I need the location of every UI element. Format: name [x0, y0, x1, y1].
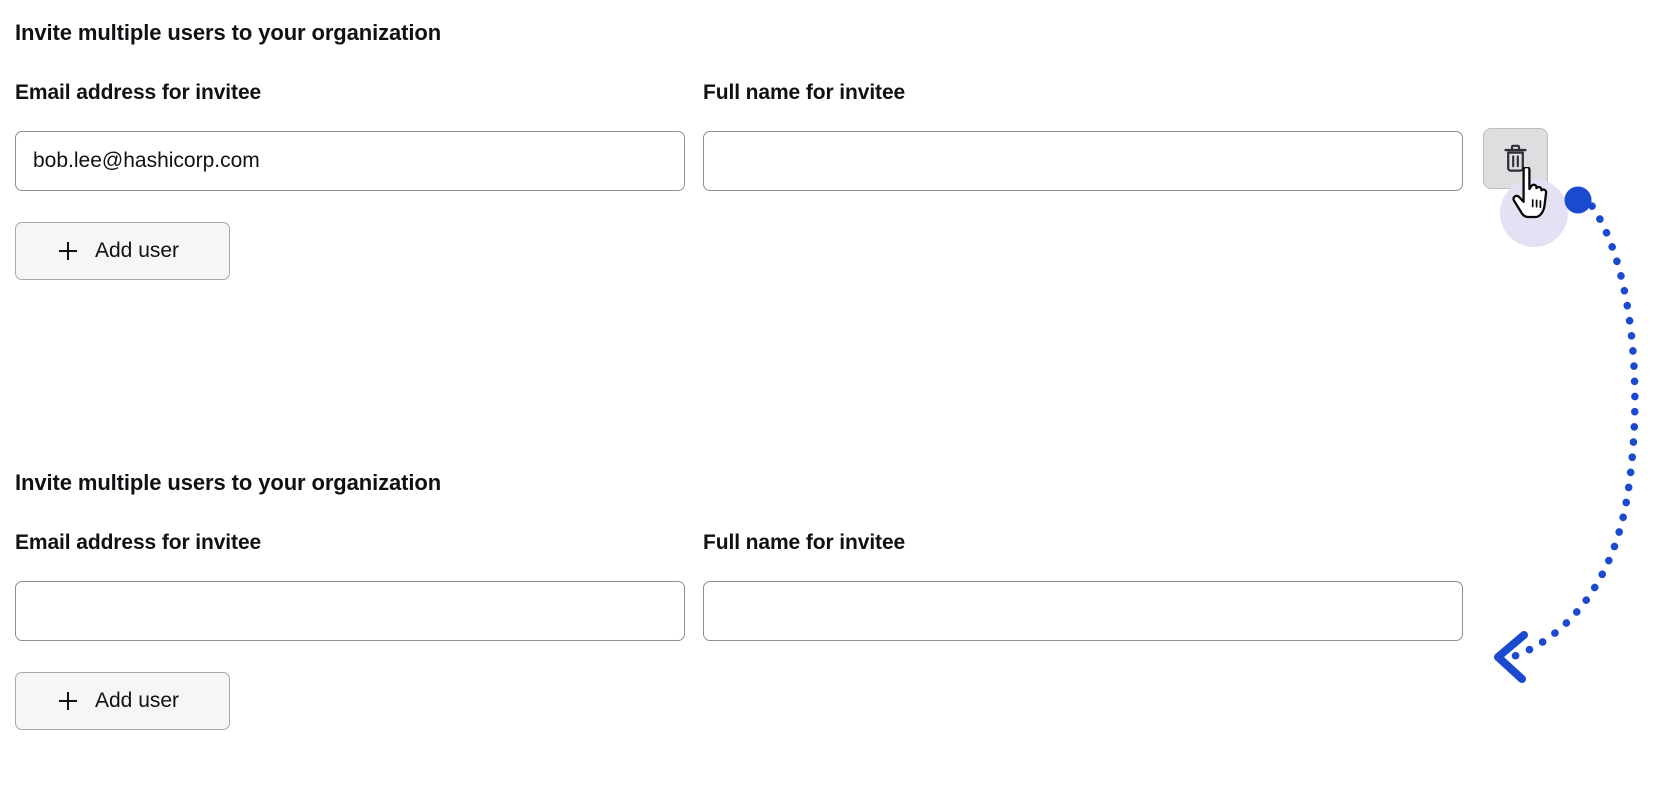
trash-icon — [1502, 144, 1529, 173]
click-dot-marker — [1564, 186, 1592, 214]
add-user-button-label: Add user — [95, 239, 180, 262]
chevron-left-arrowhead — [1494, 631, 1528, 683]
plus-icon — [59, 692, 77, 710]
fullname-field-label-secondary: Full name for invitee — [703, 531, 906, 554]
page-title: Invite multiple users to your organizati… — [15, 20, 442, 45]
email-field-label-secondary: Email address for invitee — [15, 531, 262, 554]
email-input[interactable]: bob.lee@hashicorp.com — [15, 131, 685, 191]
curved-dotted-arrow — [1508, 202, 1639, 661]
page-title-secondary: Invite multiple users to your organizati… — [15, 470, 442, 495]
email-input-secondary[interactable] — [15, 581, 685, 641]
add-user-button[interactable]: Add user — [15, 222, 230, 280]
plus-icon — [59, 242, 77, 260]
email-field-label: Email address for invitee — [15, 81, 262, 104]
fullname-field-label: Full name for invitee — [703, 81, 906, 104]
add-user-button-secondary[interactable]: Add user — [15, 672, 230, 730]
fullname-input-secondary[interactable] — [703, 581, 1463, 641]
fullname-input[interactable] — [703, 131, 1463, 191]
click-halo — [1500, 179, 1568, 247]
add-user-button-label-secondary: Add user — [95, 689, 180, 712]
